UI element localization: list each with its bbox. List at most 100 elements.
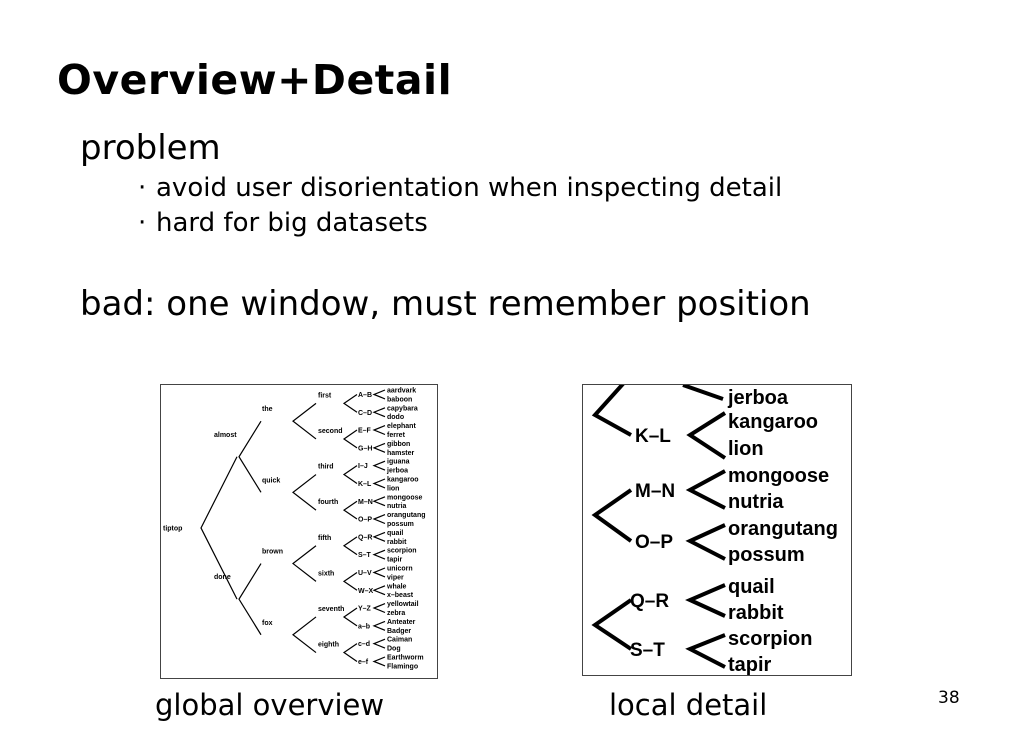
page-number: 38: [938, 688, 960, 708]
detail-pair-branch: [686, 411, 727, 460]
leaf-label: orangutang: [387, 512, 426, 519]
pair-label: A–B: [358, 392, 372, 399]
level2-branch: [292, 402, 317, 440]
level3-label: sixth: [318, 570, 334, 577]
pair-branch: [372, 638, 386, 649]
pair-branch: [372, 656, 386, 667]
detail-pair-branch: [685, 633, 726, 669]
leaf-label: Flamingo: [387, 663, 418, 670]
leaf-label: quail: [387, 530, 403, 537]
pair-branch: [372, 603, 386, 614]
detail-level3-branch: [591, 373, 633, 437]
leaf-label: iguana: [387, 459, 410, 466]
leaf-label: scorpion: [387, 548, 417, 555]
leaf-label: ferret: [387, 432, 406, 439]
pair-label: O–P: [358, 517, 372, 524]
level1-branch: [238, 420, 262, 493]
level3-branch: [342, 536, 358, 556]
leaf-label: aardvark: [387, 388, 416, 395]
detail-leaf-label: kangaroo: [728, 411, 818, 433]
leaf-label: tapir: [387, 557, 402, 564]
leaf-label: dodo: [387, 414, 404, 421]
level3-branch: [342, 465, 358, 484]
level3-label: fifth: [318, 535, 331, 542]
detail-leaf-label: nutria: [728, 491, 784, 513]
leaf-label: baboon: [387, 396, 412, 403]
bullet-item: ·hard for big datasets: [138, 208, 428, 238]
bullet-dot: ·: [138, 208, 147, 238]
leaf-label: zebra: [387, 610, 405, 617]
detail-caption: local detail: [609, 688, 768, 722]
level3-label: eighth: [318, 642, 339, 649]
pair-branch: [372, 531, 386, 542]
level2-branch: [292, 545, 317, 582]
pair-branch: [372, 389, 386, 400]
overview-caption: global overview: [155, 688, 385, 722]
level1-label: almost: [214, 432, 237, 439]
pair-branch: [372, 478, 386, 489]
pair-branch: [372, 514, 386, 525]
pair-branch: [372, 442, 386, 453]
detail-level3-branch: [591, 598, 633, 651]
level3-branch: [342, 500, 358, 520]
detail-leaf-label: tapir: [728, 654, 772, 675]
bullet-item: ·avoid user disorientation when inspecti…: [138, 173, 782, 203]
slide-title: Overview+Detail: [57, 56, 453, 104]
detail-leaf-label: possum: [728, 544, 805, 566]
pair-label: K–L: [358, 481, 372, 488]
detail-leaf-label: lion: [728, 438, 764, 460]
leaf-label: Earthworm: [387, 655, 424, 662]
pair-label: e–f: [358, 659, 369, 666]
detail-leaf-label: jerboa: [727, 387, 789, 409]
root-label: tiptop: [163, 525, 182, 532]
detail-leaf-label: quail: [728, 576, 775, 598]
detail-leaf-label: mongoose: [728, 465, 829, 487]
detail-leaf-label: rabbit: [728, 602, 784, 624]
root-branch: [200, 456, 238, 600]
leaf-label: Anteater: [387, 619, 416, 626]
leaf-label: rabbit: [387, 539, 407, 546]
leaf-label: lion: [387, 485, 399, 492]
detail-pair-label: Q–R: [630, 591, 669, 612]
detail-pair-label: K–L: [635, 426, 671, 447]
leaf-label: gibbon: [387, 441, 410, 448]
bullet-text: avoid user disorientation when inspectin…: [156, 173, 783, 203]
pair-label: C–D: [358, 410, 372, 417]
pair-label: M–N: [358, 499, 373, 506]
pair-label: G–H: [358, 445, 372, 452]
level3-label: seventh: [318, 606, 344, 613]
level3-label: first: [318, 392, 332, 399]
pair-branch: [372, 620, 386, 631]
level1-label: done: [214, 574, 231, 581]
pair-label: I–J: [358, 463, 368, 470]
pair-label: E–F: [358, 428, 372, 435]
leaf-label: elephant: [387, 423, 416, 430]
leaf-label: mongoose: [387, 494, 422, 501]
level2-label: brown: [262, 549, 283, 556]
overview-tree-diagram: aardvarkbabooncapybaradodoelephantferret…: [163, 388, 426, 671]
detail-leaf-label: orangutang: [728, 518, 838, 540]
level3-branch: [342, 643, 358, 662]
pair-label: a–b: [358, 623, 370, 630]
level3-label: third: [318, 464, 334, 471]
leaf-label: yellowtail: [387, 601, 419, 608]
pair-branch: [372, 585, 386, 596]
level2-label: fox: [262, 620, 273, 627]
leaf-label: Caiman: [387, 637, 412, 644]
pair-label: U–V: [358, 570, 372, 577]
pair-label: W–X: [358, 588, 374, 595]
level1-branch: [238, 563, 262, 636]
detail-pair-label: S–T: [630, 640, 665, 661]
pair-branch: [372, 425, 386, 436]
detail-pair-branch: [685, 469, 726, 510]
level3-label: second: [318, 428, 343, 435]
pair-label: Y–Z: [358, 606, 372, 613]
level2-label: the: [262, 406, 273, 413]
level2-branch: [292, 616, 317, 654]
level3-branch: [342, 607, 358, 627]
detail-leaf-label: scorpion: [728, 628, 812, 650]
bad-statement: bad: one window, must remember position: [80, 284, 811, 324]
detail-pair-label: M–N: [635, 481, 675, 502]
